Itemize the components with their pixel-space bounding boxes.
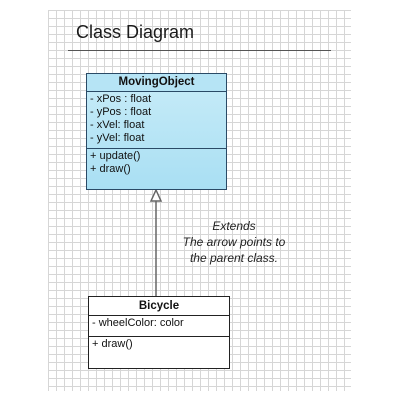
title-underline	[68, 50, 331, 51]
operation: + update()	[90, 150, 141, 162]
attribute: - yVel: float	[90, 132, 145, 144]
note-line: Extends	[212, 219, 256, 233]
attributes-section: - wheelColor: color	[89, 316, 229, 337]
class-name: MovingObject	[87, 74, 226, 92]
attribute: - xPos : float	[90, 93, 152, 105]
class-name: Bicycle	[89, 297, 229, 316]
diagram-title: Class Diagram	[76, 22, 195, 42]
class-moving-object[interactable]: MovingObject - xPos : float - yPos : flo…	[86, 73, 227, 190]
attributes-section: - xPos : float - yPos : float - xVel: fl…	[87, 92, 226, 149]
operation: + draw()	[90, 163, 131, 175]
class-bicycle[interactable]: Bicycle - wheelColor: color + draw()	[88, 296, 230, 369]
attribute: - wheelColor: color	[92, 317, 184, 329]
note-line: the parent class.	[189, 251, 279, 265]
attribute: - yPos : float	[90, 106, 152, 118]
operation: + draw()	[92, 338, 133, 350]
attribute: - xVel: float	[90, 119, 145, 131]
operations-section: + update() + draw()	[87, 149, 226, 177]
relationship-note: Extends The arrow points to the parent c…	[168, 218, 300, 266]
note-line: The arrow points to	[182, 235, 286, 249]
operations-section: + draw()	[89, 337, 229, 352]
